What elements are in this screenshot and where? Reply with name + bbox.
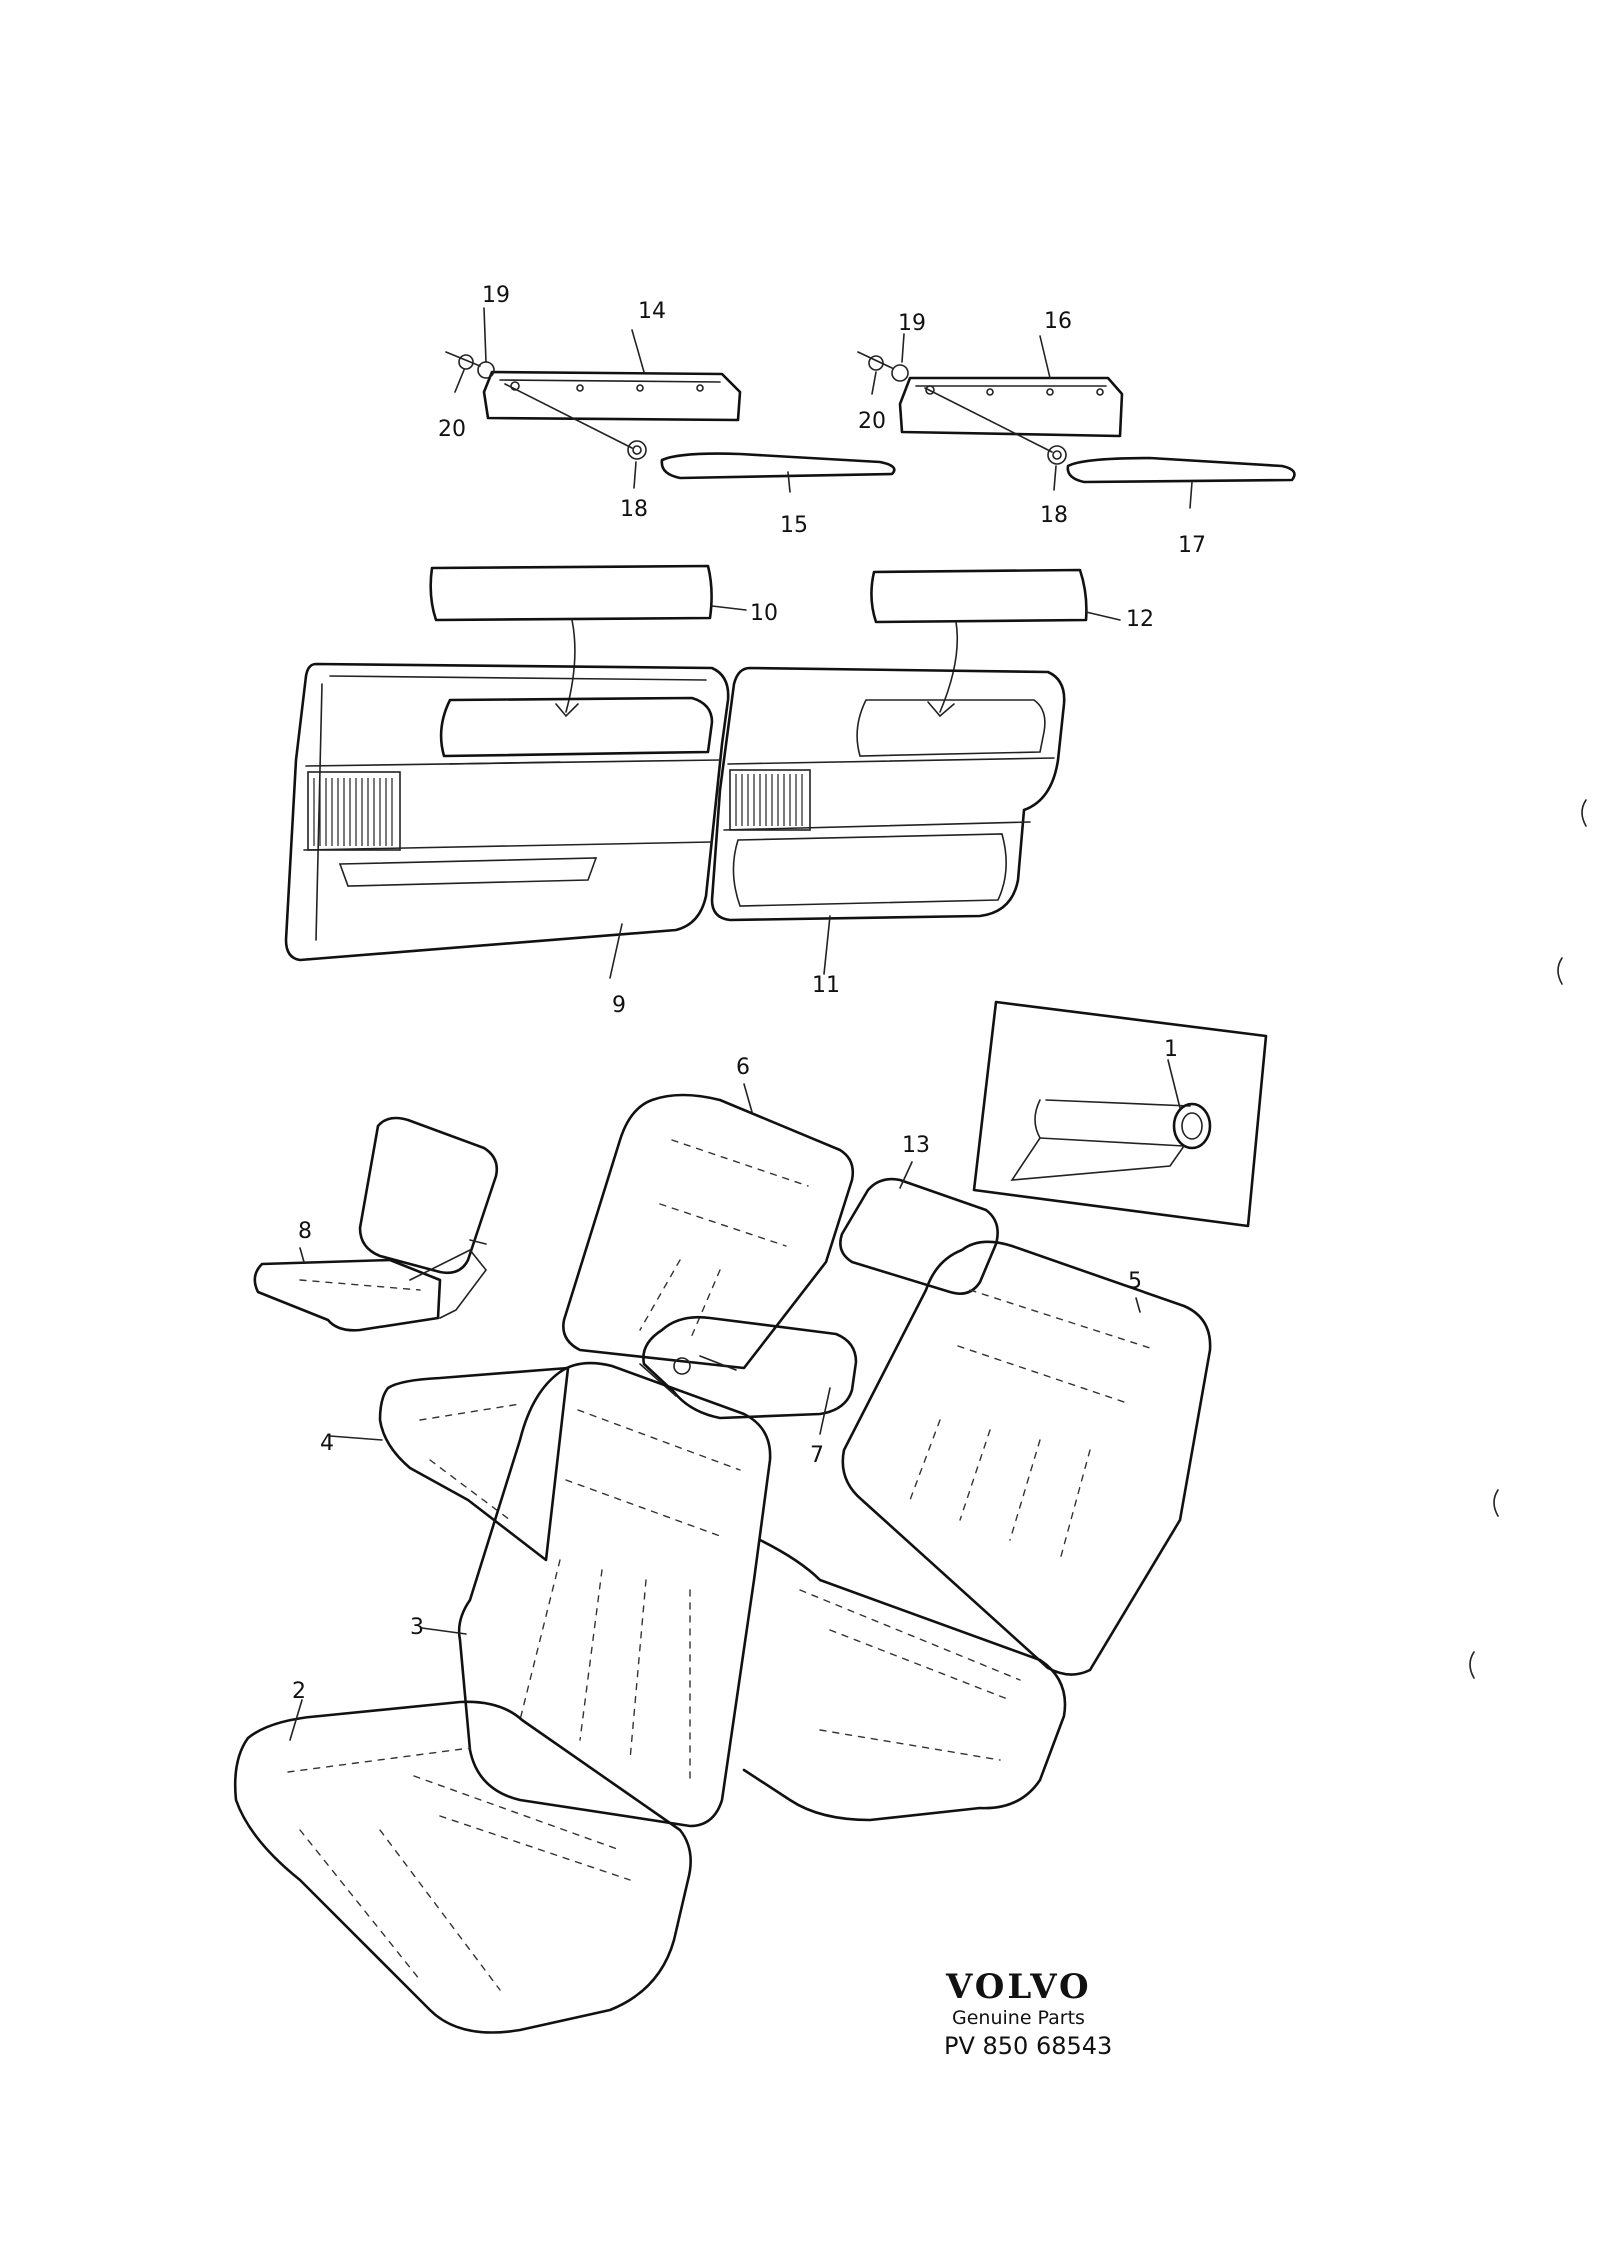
rear-seat-cushion	[378, 1366, 1067, 1822]
callout-8: 8	[298, 1219, 312, 1244]
callout-1: 1	[1164, 1037, 1178, 1062]
callout-18-left: 18	[620, 497, 648, 522]
brand-logo: VOLVO	[945, 1967, 1092, 2007]
front-seat-cushion	[233, 1700, 692, 2034]
callout-7: 7	[810, 1443, 824, 1468]
callout-4: 4	[320, 1431, 334, 1456]
door-top-trim-right	[857, 351, 1296, 484]
rear-seat-back-right	[841, 1240, 1212, 1676]
callout-9: 9	[612, 993, 626, 1018]
brand-subtitle: Genuine Parts	[952, 2007, 1085, 2029]
callout-18-right: 18	[1040, 503, 1068, 528]
door-panel-front	[284, 662, 730, 962]
callout-19-right: 19	[898, 311, 926, 336]
armrest-pad-12	[870, 568, 1088, 718]
scan-marks	[1469, 799, 1587, 1679]
front-seat-back	[457, 1361, 772, 1828]
volvo-logo-block: VOLVO Genuine Parts PV 850 68543	[944, 1967, 1112, 2060]
callout-20-left: 20	[438, 417, 466, 442]
single-seat	[253, 1116, 499, 1332]
callout-14: 14	[638, 299, 666, 324]
callout-5: 5	[1128, 1269, 1142, 1294]
callout-12: 12	[1126, 607, 1154, 632]
callout-labels: 19 14 20 18 15 19 16 20 18 17 10 12 9 11…	[292, 283, 1206, 1704]
headrest-center	[839, 1177, 999, 1295]
door-panel-rear	[710, 666, 1066, 922]
callout-6: 6	[736, 1055, 750, 1080]
callout-17: 17	[1178, 533, 1206, 558]
center-armrest	[639, 1315, 858, 1420]
callout-16: 16	[1044, 309, 1072, 334]
callout-13: 13	[902, 1133, 930, 1158]
callout-20-right: 20	[858, 409, 886, 434]
callout-3: 3	[410, 1615, 424, 1640]
callout-19-left: 19	[482, 283, 510, 308]
callout-11: 11	[812, 973, 840, 998]
callout-2: 2	[292, 1679, 306, 1704]
upholstery-roll	[972, 1000, 1268, 1228]
rear-seat-back-left	[562, 1093, 855, 1370]
leader-lines	[289, 307, 1193, 1741]
callout-15: 15	[780, 513, 808, 538]
callout-10: 10	[750, 601, 778, 626]
door-top-trim-left	[445, 351, 896, 480]
part-code: PV 850 68543	[944, 2032, 1112, 2060]
armrest-pad-10	[429, 564, 713, 718]
